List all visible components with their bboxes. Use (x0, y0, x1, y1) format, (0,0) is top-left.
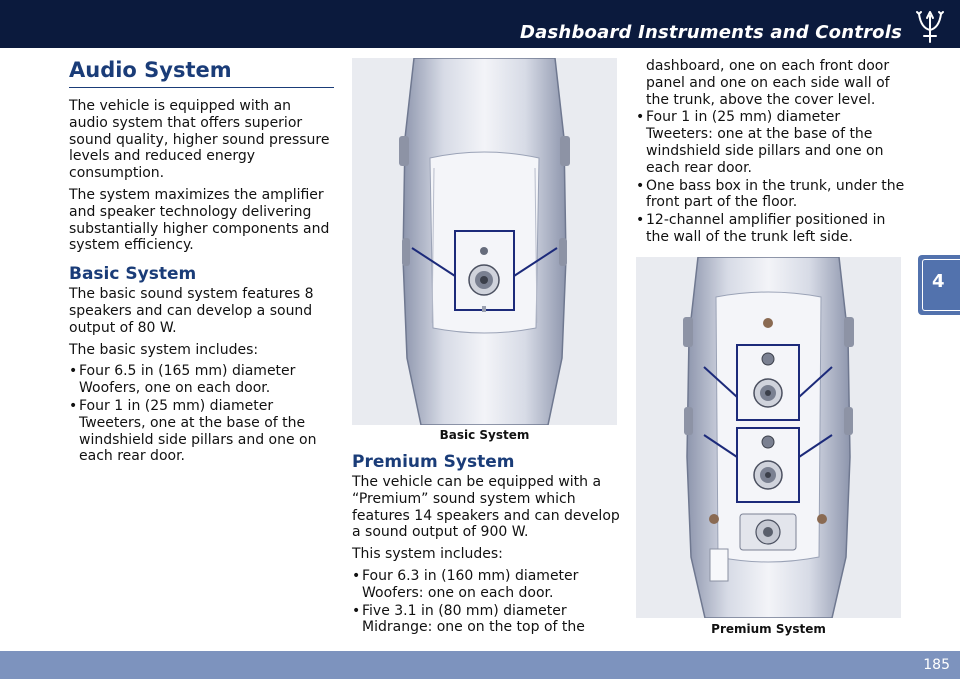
premium-paragraph-1: The vehicle can be equipped with a “Prem… (352, 474, 620, 541)
premium-system-figure (636, 257, 901, 618)
basic-bullet-list: Four 6.5 in (165 mm) diameter Woofers, o… (69, 363, 334, 465)
basic-system-title: Basic System (69, 264, 197, 285)
list-item: Four 6.3 in (160 mm) diameter Woofers: o… (352, 568, 622, 602)
intro-paragraph-1: The vehicle is equipped with an audio sy… (69, 98, 330, 182)
premium-system-title: Premium System (352, 452, 515, 472)
basic-car-diagram (352, 58, 617, 425)
page-header: Dashboard Instruments and Controls (0, 0, 960, 48)
basic-system-caption: Basic System (439, 428, 530, 442)
chapter-tab[interactable]: 4 (918, 255, 960, 315)
list-item: Four 1 in (25 mm) diameter Tweeters: one… (636, 109, 906, 176)
premium-bullet-list: Four 6.3 in (160 mm) diameter Woofers: o… (352, 568, 622, 636)
premium-car-diagram (636, 257, 901, 618)
trident-logo-icon (916, 11, 944, 43)
premium-paragraph-2: This system includes: (352, 546, 503, 563)
intro-paragraph-2: The system maximizes the amplifier and s… (69, 186, 330, 254)
page-footer: 185 (0, 651, 960, 679)
chapter-number: 4 (932, 271, 945, 292)
list-item: Four 6.5 in (165 mm) diameter Woofers, o… (69, 363, 334, 397)
basic-paragraph-1: The basic sound system features 8 speake… (69, 286, 314, 336)
column-right: dashboard, one on each front door panel … (636, 58, 906, 247)
page-number: 185 (923, 657, 950, 673)
list-item: Five 3.1 in (80 mm) diameter Midrange: o… (352, 603, 622, 637)
column-left: Audio System The vehicle is equipped wit… (69, 58, 334, 466)
list-item: Four 1 in (25 mm) diameter Tweeters, one… (69, 398, 334, 465)
list-item: One bass box in the trunk, under the fro… (636, 178, 906, 212)
title-divider (69, 87, 334, 88)
premium-continued-bullet-list: Four 1 in (25 mm) diameter Tweeters: one… (636, 109, 906, 245)
section-title: Dashboard Instruments and Controls (520, 22, 902, 43)
column-middle: Premium System The vehicle can be equipp… (352, 452, 622, 637)
audio-system-title: Audio System (69, 58, 232, 82)
basic-system-figure (352, 58, 617, 425)
premium-continued-text: dashboard, one on each front door panel … (646, 58, 890, 108)
basic-paragraph-2: The basic system includes: (69, 341, 259, 358)
premium-system-caption: Premium System (711, 622, 826, 636)
list-item: 12-channel amplifier positioned in the w… (636, 212, 906, 246)
